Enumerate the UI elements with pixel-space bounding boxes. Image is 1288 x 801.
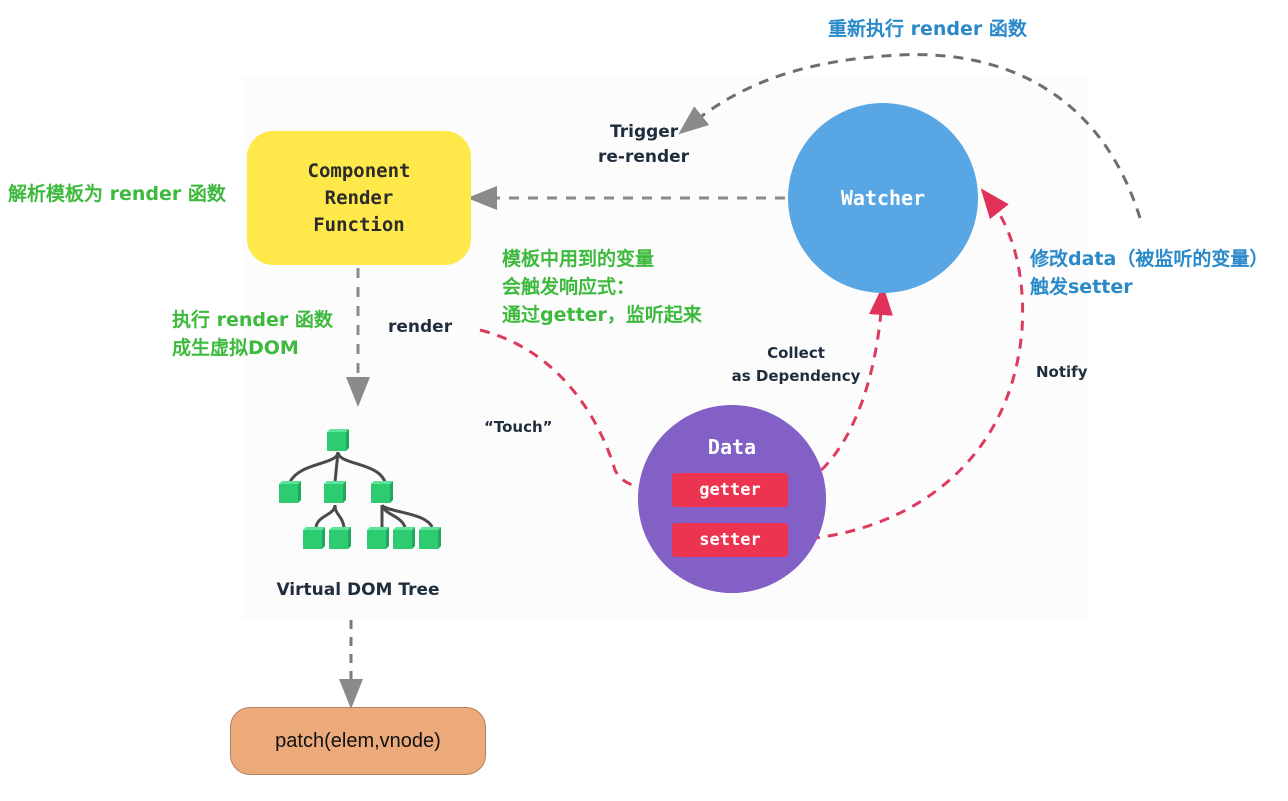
vdom-node-cube — [303, 527, 325, 549]
collect-line-2: as Dependency — [731, 367, 861, 385]
render-label: render — [388, 317, 453, 337]
watcher-label: Watcher — [840, 186, 926, 210]
trigger-line-1: Trigger — [610, 122, 679, 142]
component-line-2: Render — [324, 186, 394, 209]
component-line-1: Component — [307, 159, 411, 182]
vdom-node-cube — [367, 527, 389, 549]
notify-arrow — [791, 188, 1025, 542]
modify-data-line-1: 修改data（被监听的变量） — [1030, 248, 1269, 270]
trigger-label: Trigger re-render — [598, 120, 698, 170]
exec-render-annotation: 执行 render 函数 成生虚拟DOM — [172, 306, 333, 362]
exec-render-line-1: 执行 render 函数 — [172, 309, 333, 331]
template-vars-line-1: 模板中用到的变量 — [502, 248, 655, 270]
trigger-line-2: re-render — [598, 147, 690, 167]
notify-label: Notify — [1036, 363, 1088, 381]
exec-render-line-2: 成生虚拟DOM — [172, 337, 299, 359]
vdom-node-cube — [324, 481, 346, 503]
vdom-node-cube — [327, 429, 349, 451]
rerun-render-annotation: 重新执行 render 函数 — [828, 18, 1027, 40]
setter-pill: setter — [672, 523, 788, 557]
modify-data-annotation: 修改data（被监听的变量） 触发setter — [1030, 245, 1268, 301]
vdom-node-cube — [371, 481, 393, 503]
collect-line-1: Collect — [767, 344, 825, 362]
getter-pill: getter — [672, 473, 788, 507]
touch-arrow — [479, 328, 675, 501]
component-line-3: Function — [313, 213, 405, 236]
vdom-node-cube — [393, 527, 415, 549]
data-label: Data — [707, 435, 757, 459]
vdom-tree-label: Virtual DOM Tree — [276, 580, 440, 600]
collect-dependency-label: Collect as Dependency — [728, 342, 864, 388]
template-vars-line-3: 通过getter，监听起来 — [502, 304, 702, 326]
parse-template-annotation: 解析模板为 render 函数 — [8, 183, 226, 205]
vdom-node-cube — [329, 527, 351, 549]
rerender-arc-arrow — [678, 53, 1142, 219]
patch-node: patch(elem,vnode) — [230, 707, 486, 775]
vdom-node-cube — [419, 527, 441, 549]
modify-data-line-2: 触发setter — [1030, 276, 1133, 298]
component-render-function-node: Component Render Function — [247, 131, 471, 265]
virtual-dom-tree-icon — [288, 451, 434, 528]
template-vars-line-2: 会触发响应式： — [502, 276, 636, 298]
data-node: Data getter setter — [638, 405, 826, 593]
touch-label: “Touch” — [484, 418, 553, 436]
template-vars-annotation: 模板中用到的变量 会触发响应式： 通过getter，监听起来 — [502, 245, 702, 329]
vdom-node-cube — [279, 481, 301, 503]
watcher-node: Watcher — [788, 103, 978, 293]
